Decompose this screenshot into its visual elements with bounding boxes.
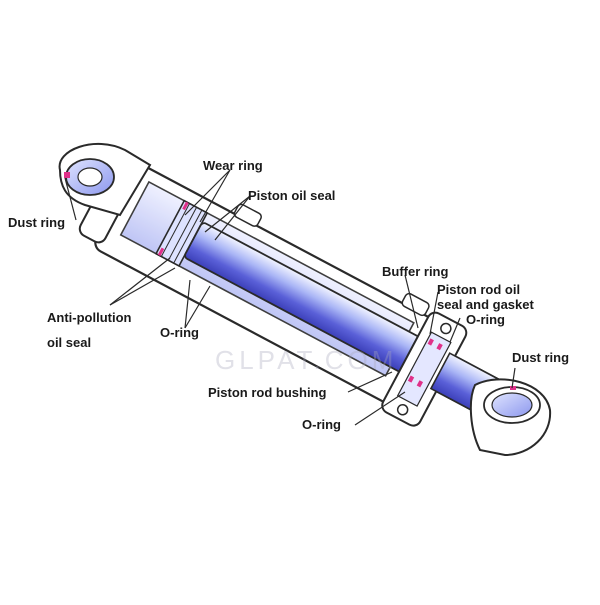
- label-anti-pollution-line2: oil seal: [47, 335, 92, 350]
- leader-lines: [64, 169, 516, 426]
- label-dust-ring-right: Dust ring: [512, 350, 570, 365]
- watermark: GLPAT.COM: [215, 345, 398, 375]
- label-o-ring-left: O-ring: [160, 325, 199, 340]
- label-buffer-ring: Buffer ring: [382, 264, 449, 279]
- label-wear-ring: Wear ring: [203, 158, 263, 173]
- right-rod-eye: [469, 378, 552, 457]
- label-piston-rod-oil-seal-line1: Piston rod oil: [437, 282, 521, 297]
- cylinder-barrel: [78, 159, 504, 427]
- left-clevis-eye: [58, 142, 152, 217]
- label-piston-rod-oil-seal-line2: seal and gasket: [437, 297, 534, 312]
- label-piston-rod-bushing: Piston rod bushing: [208, 385, 327, 400]
- label-o-ring-right: O-ring: [466, 312, 505, 327]
- label-dust-ring-left: Dust ring: [8, 215, 66, 230]
- label-anti-pollution-line1: Anti-pollution: [47, 310, 132, 325]
- label-o-ring-bottom: O-ring: [302, 417, 341, 432]
- label-piston-oil-seal: Piston oil seal: [248, 188, 336, 203]
